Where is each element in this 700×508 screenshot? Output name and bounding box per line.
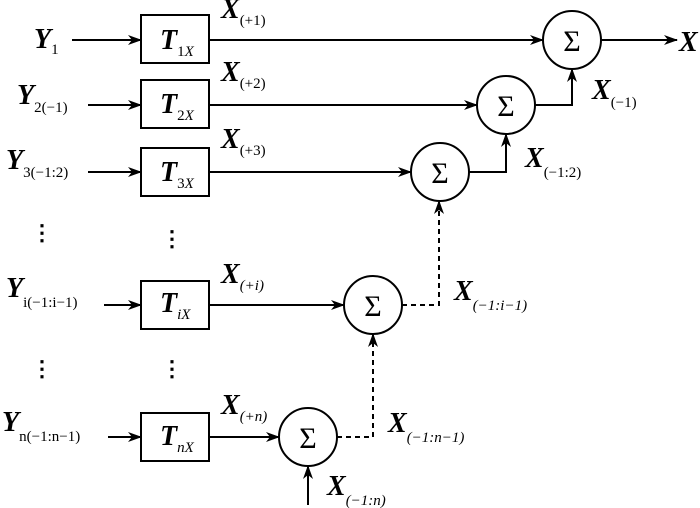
ellipsis-block-2: ⋮ [161, 356, 183, 381]
sigma-n: Σ [299, 422, 316, 455]
sumi-to-sum3 [402, 200, 444, 306]
block-label-i: TiX [160, 288, 191, 323]
input-label-3: Y3(−1:2) [6, 145, 68, 181]
sigma-i: Σ [364, 290, 381, 323]
ellipsis-input-2: ⋮ [31, 356, 53, 381]
ellipsis-block-1: ⋮ [161, 226, 183, 251]
sigma-1: Σ [563, 25, 580, 58]
input-label-2: Y2(−1) [17, 80, 68, 116]
partial-sum-label-bottom: X(−1:n) [326, 471, 386, 508]
block-label-n: TnX [160, 421, 195, 456]
block-label-1: T1X [160, 25, 195, 60]
edge-label-n: X(+n) [220, 390, 267, 425]
partial-sum-label-n: X(−1:n−1) [387, 408, 464, 446]
partial-sum-label-i: X(−1:i−1) [453, 276, 527, 314]
sum2-to-sum1 [535, 68, 577, 106]
sigma-2: Σ [497, 90, 514, 123]
edge-label-3: X(+3) [220, 124, 266, 159]
edge-label-2: X(+2) [220, 57, 266, 92]
transform-block-3 [140, 147, 210, 197]
block-label-2: T2X [160, 89, 195, 124]
block-label-3: T3X [160, 157, 195, 192]
input-label-n: Yn(−1:n−1) [2, 407, 80, 445]
sum3-to-sum2 [469, 133, 511, 173]
ellipsis-input-1: ⋮ [31, 220, 53, 245]
edge-label-i: X(+i) [220, 259, 264, 294]
input-label-1: Y1 [34, 24, 59, 58]
sumn-to-sumi [337, 333, 378, 438]
output-label: X [678, 27, 699, 58]
partial-sum-label-2: X(−1:2) [524, 143, 581, 181]
edge-label-1: X(+1) [220, 0, 266, 29]
partial-sum-label-1: X(−1) [591, 75, 637, 111]
sigma-3: Σ [431, 157, 448, 190]
input-label-i: Yi(−1:i−1) [6, 273, 78, 311]
transform-block-2 [140, 79, 210, 129]
